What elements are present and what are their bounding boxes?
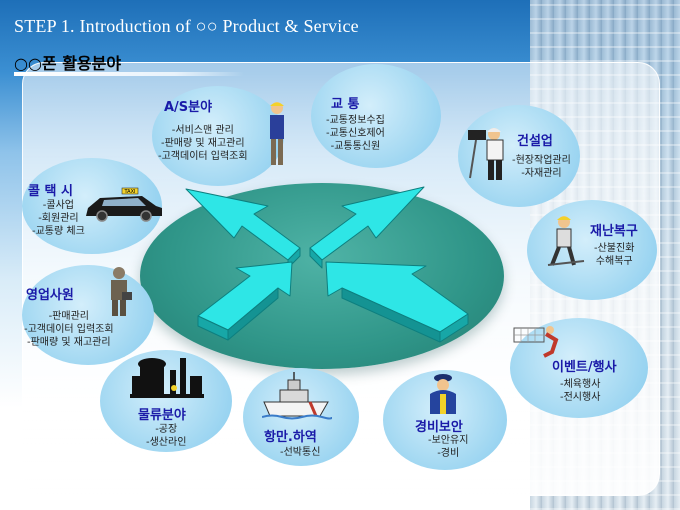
item-event-2: -전시행사 — [560, 392, 601, 403]
label-disaster: 재난복구 — [590, 224, 638, 239]
item-disaster-2: 수해복구 — [595, 256, 633, 267]
item-as-1: -서비스맨 관리 — [171, 125, 234, 136]
item-port-1: -선박통신 — [280, 447, 321, 458]
items-port: -선박통신 — [280, 446, 320, 459]
circle-disaster — [527, 200, 657, 300]
item-logistics-1: -공장 — [155, 424, 178, 435]
step-title: STEP 1. Introduction of ○○ Product & Ser… — [14, 16, 359, 36]
disaster-worker-icon — [547, 216, 585, 266]
item-security-1: -보안유지 — [428, 435, 469, 446]
label-traffic: 교 통 — [331, 97, 360, 112]
title-underline — [14, 72, 244, 76]
items-security: -보안유지 -경비 — [428, 434, 468, 460]
serviceman-icon — [270, 102, 284, 165]
circle-logistics — [100, 350, 232, 452]
label-sales: 영업사원 — [26, 288, 74, 303]
item-sales-3: -판매량 및 재고관리 — [27, 337, 111, 348]
ship-icon — [262, 372, 332, 420]
item-traffic-3: -교통통신원 — [330, 141, 381, 152]
item-construction-1: -현장작업관리 — [512, 155, 571, 166]
items-traffic: -교통정보수집 -교통신호제어 -교통통신원 — [326, 114, 385, 153]
item-as-3: -고객데이터 입력조회 — [158, 151, 248, 162]
arrow-top-left — [185, 188, 301, 261]
item-calltaxi-1: -콜사업 — [42, 200, 74, 211]
circle-traffic — [311, 64, 441, 168]
taxi-icon: TAXI — [86, 187, 162, 222]
circle-as — [152, 86, 284, 186]
items-sales: -판매관리 -고객데이터 입력조회 -판매량 및 재고관리 — [24, 310, 114, 349]
label-construction: 건설업 — [517, 134, 553, 149]
item-sales-2: -고객데이터 입력조회 — [24, 324, 114, 335]
circle-construction — [458, 105, 580, 207]
item-traffic-1: -교통정보수집 — [326, 115, 385, 126]
items-as: -서비스맨 관리 -판매량 및 재고관리 -고객데이터 입력조회 — [158, 124, 248, 163]
surveyor-icon — [468, 128, 504, 180]
items-logistics: -공장 -생산라인 — [146, 423, 186, 449]
item-calltaxi-3: -교통량 체크 — [32, 226, 85, 237]
item-traffic-2: -교통신호제어 — [326, 128, 385, 139]
label-port: 항만.하역 — [264, 430, 317, 445]
item-security-2: -경비 — [437, 448, 460, 459]
salesman-icon — [111, 267, 132, 316]
items-disaster: -산불진화 수해복구 — [594, 242, 634, 268]
item-event-1: -체육행사 — [560, 379, 601, 390]
factory-icon — [130, 358, 204, 398]
label-logistics: 물류분야 — [138, 408, 186, 423]
items-construction: -현장작업관리 -자재관리 — [512, 154, 571, 180]
item-construction-2: -자재관리 — [521, 168, 562, 179]
item-as-2: -판매량 및 재고관리 — [161, 138, 245, 149]
taxi-sign: TAXI — [124, 189, 136, 195]
items-calltaxi: -콜사업 -회원관리 -교통량 체크 — [32, 199, 85, 238]
label-as: A/S분야 — [164, 100, 213, 115]
security-guard-icon — [430, 374, 456, 414]
label-event: 이벤트/행사 — [552, 360, 617, 375]
page-title: ○○폰 활용분야 — [14, 54, 122, 73]
label-calltaxi: 콜 택 시 — [28, 184, 73, 199]
item-calltaxi-2: -회원관리 — [38, 213, 79, 224]
label-security: 경비보안 — [415, 420, 463, 435]
item-sales-1: -판매관리 — [48, 311, 89, 322]
items-event: -체육행사 -전시행사 — [560, 378, 600, 404]
volleyball-player-icon — [513, 326, 559, 358]
arrow-top-right — [309, 186, 425, 261]
circle-sales — [22, 265, 154, 365]
item-logistics-2: -생산라인 — [146, 437, 187, 448]
item-disaster-1: -산불진화 — [594, 243, 635, 254]
